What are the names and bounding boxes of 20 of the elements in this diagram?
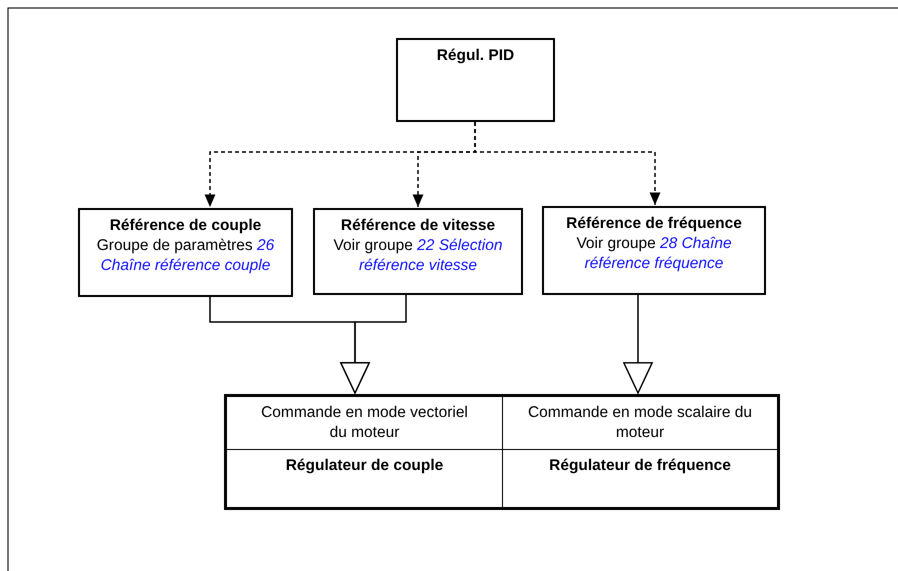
cell-text: Commande en mode vectoriel du moteur bbox=[260, 403, 469, 443]
box-title: Référence de couple bbox=[108, 216, 262, 236]
process-box bbox=[78, 208, 293, 297]
arrow bbox=[623, 295, 653, 394]
box-text: Voir groupe 22 Sélection référence vitesse bbox=[332, 236, 504, 276]
arrow bbox=[340, 295, 407, 394]
box-title: Régul. PID bbox=[436, 46, 516, 66]
cell-title: Régulateur de couple bbox=[227, 449, 502, 476]
table-cell bbox=[224, 394, 503, 510]
process-box bbox=[313, 208, 523, 295]
cell-title: Régulateur de fréquence bbox=[503, 449, 777, 476]
process-box bbox=[396, 38, 555, 122]
table-cell bbox=[503, 394, 780, 510]
box-title: Référence de fréquence bbox=[565, 214, 743, 234]
box-text: Voir groupe 28 Chaîne référence fréquence bbox=[575, 234, 733, 274]
arrow bbox=[474, 122, 660, 205]
process-box bbox=[542, 206, 766, 295]
box-title: Référence de vitesse bbox=[340, 216, 496, 236]
box-text: Groupe de paramètres 26 Chaîne référence couple bbox=[96, 236, 276, 276]
cell-text: Commande en mode scalaire du moteur bbox=[526, 403, 753, 443]
